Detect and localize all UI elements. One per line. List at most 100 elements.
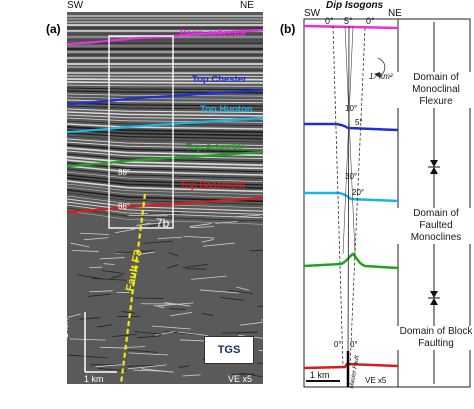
reflector [67, 81, 263, 84]
reflector [67, 87, 263, 91]
basement-texture [215, 221, 238, 224]
basement-texture [89, 290, 113, 293]
horizon-penn [303, 24, 399, 30]
reflector [67, 159, 263, 170]
basement-texture [130, 297, 164, 299]
reflector [67, 132, 263, 140]
horizon-label-hunton: Top Hunton [200, 104, 253, 115]
panel-b-ne-label: NE [388, 8, 402, 19]
basement-texture [91, 277, 127, 281]
horizon-basement [303, 362, 399, 370]
basement-texture [95, 364, 122, 368]
top-angle-1: 0° [325, 16, 334, 26]
basement-texture [128, 364, 167, 370]
reflector [67, 177, 263, 189]
reflector [67, 84, 263, 87]
isogon-left [332, 25, 344, 368]
basement-texture [87, 293, 111, 297]
reflector [67, 120, 263, 126]
angle-label-20: 20° [352, 188, 365, 197]
panel-a-ne-label: NE [240, 0, 254, 11]
top-angle-2: 5° [344, 16, 353, 26]
basement-texture [221, 331, 258, 334]
reflector [67, 204, 263, 219]
bottom-angle-1: 0° [334, 340, 342, 349]
basement-texture [112, 333, 138, 337]
basement-texture [101, 270, 125, 275]
basement-texture [182, 263, 208, 269]
curvature-arrowhead [374, 72, 380, 78]
vertical-scale-label: 1 km [60, 318, 70, 338]
basement-texture [67, 313, 81, 318]
basement-texture [89, 266, 103, 269]
basement-texture [115, 250, 155, 254]
basement-texture [156, 302, 194, 307]
basement-texture [126, 365, 155, 367]
basement-texture [169, 308, 186, 310]
isogon-drawing [303, 18, 471, 388]
reflector [67, 138, 263, 146]
basement-texture [199, 289, 239, 294]
basement-texture [124, 349, 158, 353]
panel-b-scale-bar [306, 380, 340, 382]
basement-texture [182, 374, 201, 377]
seismic-horizon-hunton [67, 116, 263, 134]
isogon-inner-b [342, 25, 354, 255]
isogon-diagram [303, 18, 471, 388]
basement-texture [97, 324, 113, 328]
panel-a-ve-label: VE x5 [228, 374, 253, 384]
horizontal-scale-label: 1 km [84, 374, 104, 384]
panel-b-label: (b) [280, 22, 296, 36]
basement-texture [67, 354, 108, 359]
basement-texture [143, 240, 173, 244]
basement-texture [155, 331, 175, 336]
basement-texture [137, 335, 162, 339]
horizon-label-penn: Penn. reflector [180, 28, 247, 39]
basement-texture [103, 263, 115, 265]
panel-b-sw-label: SW [304, 8, 321, 19]
reflector [67, 183, 263, 195]
basement-texture [164, 331, 199, 336]
angle-label-10: 10° [345, 104, 358, 113]
domain-block-faulting: Domain of Block Faulting [397, 326, 474, 350]
tgs-logo-text: TGS [217, 344, 241, 356]
domain-separator-lower [428, 291, 440, 305]
basement-texture [69, 338, 106, 341]
seismic-section [67, 12, 263, 384]
isogon-center [347, 25, 350, 368]
basement-texture [233, 214, 260, 218]
curvature-label: 1 ⁄ km² [369, 72, 393, 81]
top-angle-3: 0° [366, 16, 375, 26]
basement-texture [115, 228, 135, 234]
basement-texture [240, 321, 263, 326]
reflector [67, 105, 263, 110]
basement-texture [71, 250, 99, 252]
basement-texture [100, 346, 128, 349]
basement-texture [168, 252, 180, 257]
basement-texture [164, 302, 191, 307]
bottom-angle-2: 0° [350, 340, 358, 349]
seismic-horizon-penn [67, 28, 263, 46]
basement-texture [201, 238, 214, 243]
basement-texture [124, 346, 146, 348]
basement-texture [79, 317, 101, 320]
reflector [67, 201, 263, 215]
domain-separator-upper [428, 160, 440, 174]
panel-b-ve-label: VE x5 [365, 376, 387, 385]
reflector [67, 186, 263, 199]
basement-texture [136, 222, 151, 227]
basement-texture [70, 242, 90, 248]
basement-texture [147, 223, 165, 228]
domain-monoclinal-flexure: Domain of Monoclinal Flexure [397, 72, 474, 108]
detail-box-label: 7b [156, 216, 170, 230]
horizon-label-basement: Top Basement [180, 180, 245, 191]
basement-texture [177, 331, 209, 336]
horizon-arbuckle [303, 252, 399, 270]
basement-texture [99, 257, 125, 260]
basement-texture [170, 312, 192, 317]
panel-a-label: (a) [46, 22, 61, 36]
reflector [67, 171, 263, 182]
reflector [67, 165, 263, 176]
basement-texture [137, 251, 155, 256]
basement-texture [202, 242, 235, 247]
